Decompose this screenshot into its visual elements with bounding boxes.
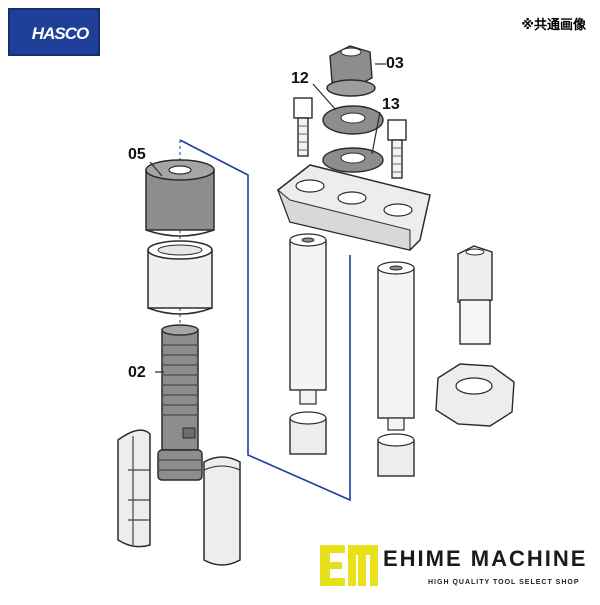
brand-tagline: HIGH QUALITY TOOL SELECT SHOP [428,579,580,586]
pillar-left [289,233,327,405]
part-03-nut [326,45,376,97]
hex-sleeve-spare [457,245,493,345]
part-13-washer [322,147,384,173]
callout-03: 03 [386,55,404,72]
bolt-right [387,119,407,179]
part-05-sleeve [145,159,215,237]
hasco-logo-text: HASCO [31,24,89,43]
leader-13 [371,111,381,155]
pillar-right [377,261,415,431]
split-shell-left [117,429,151,548]
guide-line [179,139,351,502]
part-12-washer [322,105,384,135]
hasco-logo: HASCO [8,8,100,56]
callout-13: 13 [382,96,400,113]
split-shell-right [203,456,241,566]
leader-05 [149,161,163,177]
bolt-left [293,97,313,157]
leader-12 [312,83,337,111]
bushing-light [147,240,213,315]
clamp-plate [276,164,431,251]
brand-name: EHIME MACHINE [383,546,588,571]
callout-12: 12 [291,70,309,87]
part-02-threaded-pin [157,324,203,481]
plug-left [289,411,327,455]
common-image-note: ※共通画像 [521,18,586,33]
hex-nut-spare [435,363,515,427]
plug-right [377,433,415,477]
brand-logo-mark [320,545,378,586]
callout-05: 05 [128,146,146,163]
callout-02: 02 [128,364,146,381]
